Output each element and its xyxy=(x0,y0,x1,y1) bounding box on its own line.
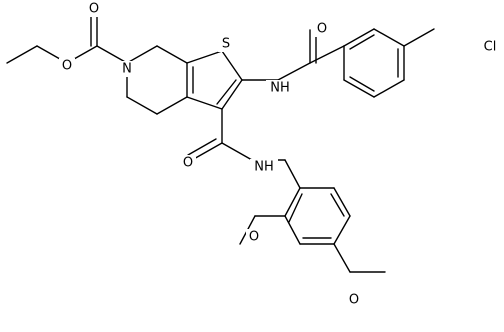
atom-label-chlorine: Cl xyxy=(484,40,497,55)
bond xyxy=(277,62,311,81)
atom-label-sulfur: S xyxy=(222,37,230,52)
atom-label-layer: O Cl O O N S NH O NH O O xyxy=(59,1,504,308)
bond xyxy=(373,79,405,98)
bond xyxy=(6,45,38,64)
bond xyxy=(403,28,435,47)
bond xyxy=(186,50,223,64)
bond xyxy=(126,96,158,115)
bond xyxy=(349,76,375,92)
bond xyxy=(221,50,243,81)
atom-label-oxygen-methoxy-para: O xyxy=(349,293,359,308)
bond xyxy=(284,187,301,217)
bond xyxy=(221,79,243,110)
bond xyxy=(156,96,188,115)
bond xyxy=(343,79,375,98)
atom-label-oxygen-carbamoyl: O xyxy=(183,156,193,171)
bond-layer xyxy=(6,12,435,273)
bond xyxy=(96,45,128,64)
bond xyxy=(186,96,223,110)
atom-label-nh-carbamoyl: NH xyxy=(254,160,274,175)
atom-label-oxygen-ester: O xyxy=(62,59,72,74)
atom-label-oxygen-benzoyl: O xyxy=(317,22,327,37)
bond xyxy=(156,45,188,64)
bond xyxy=(284,159,301,189)
bond xyxy=(126,45,158,64)
bond xyxy=(330,193,345,217)
bond xyxy=(333,243,351,273)
bond xyxy=(191,142,223,161)
bond xyxy=(216,79,237,105)
atom-label-oxygen-ester-carbonyl: O xyxy=(89,2,99,17)
bond xyxy=(309,45,345,64)
bond xyxy=(333,187,351,217)
bond xyxy=(187,138,217,156)
bond xyxy=(221,142,253,161)
atom-label-oxygen-methoxy-ortho: O xyxy=(249,230,259,245)
bond xyxy=(333,215,351,245)
atom-label-nitrogen-ring: N xyxy=(122,62,132,77)
bond xyxy=(349,34,375,50)
bond xyxy=(373,28,405,47)
atom-label-nh-benzamide: NH xyxy=(270,81,290,96)
bond xyxy=(284,215,301,245)
bond xyxy=(288,193,303,223)
bond xyxy=(343,28,375,47)
